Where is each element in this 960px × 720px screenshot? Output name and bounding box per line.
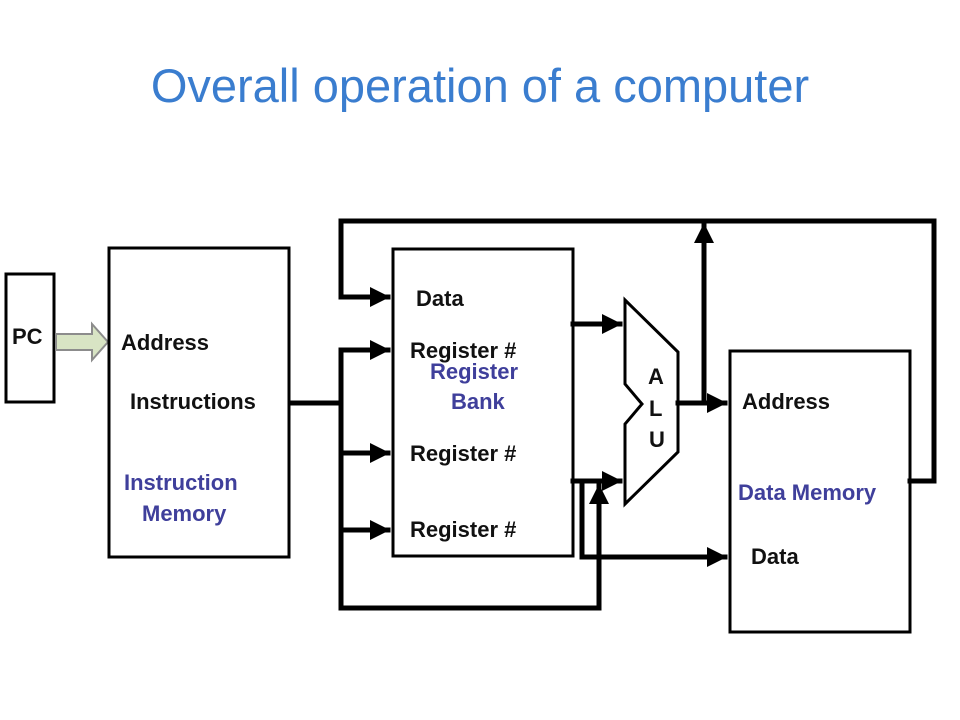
alu-shape — [623, 296, 680, 508]
immediate-path-wire — [338, 483, 609, 611]
register-number-label-2: Register # — [410, 441, 516, 466]
instruction-memory-name-line1: Instruction — [124, 470, 238, 495]
register-bank-data-label: Data — [416, 286, 464, 311]
register-bank-box — [391, 247, 575, 558]
pc-label: PC — [12, 324, 43, 349]
writeback-loop-wire — [338, 218, 937, 484]
register-bank-name-line1: Register — [430, 359, 518, 384]
register-number-label-1: Register # — [410, 338, 516, 363]
pc-box — [4, 272, 56, 404]
register-number-label-3: Register # — [410, 517, 516, 542]
data-memory-address-label: Address — [742, 389, 830, 414]
alu-letter-l: L — [649, 396, 662, 421]
alu-letter-u: U — [649, 427, 665, 452]
instructions-label: Instructions — [130, 389, 256, 414]
page-title: Overall operation of a computer — [150, 59, 810, 112]
data-memory-box — [728, 349, 912, 634]
instruction-memory-address-label: Address — [121, 330, 209, 355]
instruction-memory-box — [107, 246, 291, 559]
instruction-memory-name-line2: Memory — [142, 501, 227, 526]
data-memory-data-label: Data — [751, 544, 799, 569]
alu-letter-a: A — [648, 364, 664, 389]
store-data-wire — [579, 478, 728, 567]
data-memory-name-label: Data Memory — [738, 480, 877, 505]
pc-to-address-arrow — [55, 321, 110, 363]
register-bank-name-line2: Bank — [451, 389, 506, 414]
